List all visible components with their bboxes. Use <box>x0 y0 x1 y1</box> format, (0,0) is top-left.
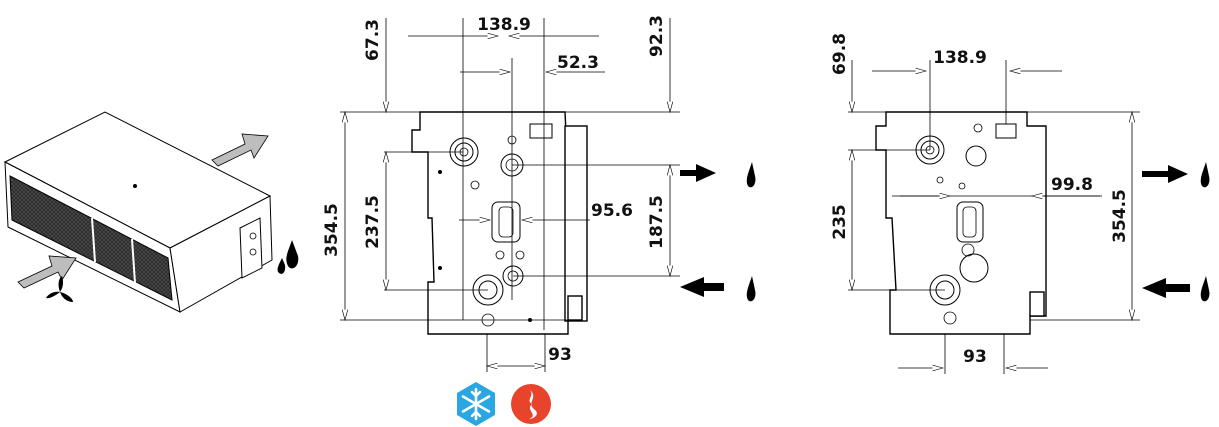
dim-pipe-offset-small: 52.3 <box>557 53 599 73</box>
airflow-in-arrow <box>17 255 77 289</box>
fan-icon <box>46 276 73 302</box>
water-in-arrow <box>680 276 756 302</box>
dim-drain-offset: 95.6 <box>591 201 633 221</box>
dim-top-offset-left: 67.3 <box>363 19 383 61</box>
left-side-view: 138.9 52.3 95.6 93 67.3 92.3 354.5 237.5… <box>322 15 756 372</box>
isometric-unit <box>3 111 299 313</box>
heating-flame-icon <box>511 384 551 424</box>
dim-right-pipe-height: 187.5 <box>647 195 667 249</box>
airflow-out-arrow <box>211 133 269 167</box>
cooling-snowflake-icon <box>457 382 495 426</box>
dim-overall-height: 354.5 <box>1110 189 1130 243</box>
dim-drain-offset: 99.8 <box>1051 175 1093 195</box>
dim-lower-pipe-height: 237.5 <box>363 195 383 249</box>
dim-lower-pipe-height: 235 <box>830 204 850 240</box>
dim-pipe-spacing-top: 138.9 <box>933 48 987 68</box>
water-drop-icon <box>286 240 299 269</box>
dim-top-offset-left: 69.8 <box>830 33 850 75</box>
water-out-arrow <box>1142 162 1210 188</box>
water-in-arrow <box>1142 276 1210 302</box>
water-out-arrow <box>680 162 756 188</box>
right-side-view: 138.9 99.8 93 69.8 235 354.5 <box>830 33 1210 374</box>
dim-pipe-spacing-top: 138.9 <box>477 15 531 35</box>
dim-bottom-offset: 93 <box>963 347 987 367</box>
dim-overall-height: 354.5 <box>322 203 342 257</box>
dim-bottom-offset: 93 <box>548 345 572 365</box>
dim-top-offset-right: 92.3 <box>647 15 667 57</box>
